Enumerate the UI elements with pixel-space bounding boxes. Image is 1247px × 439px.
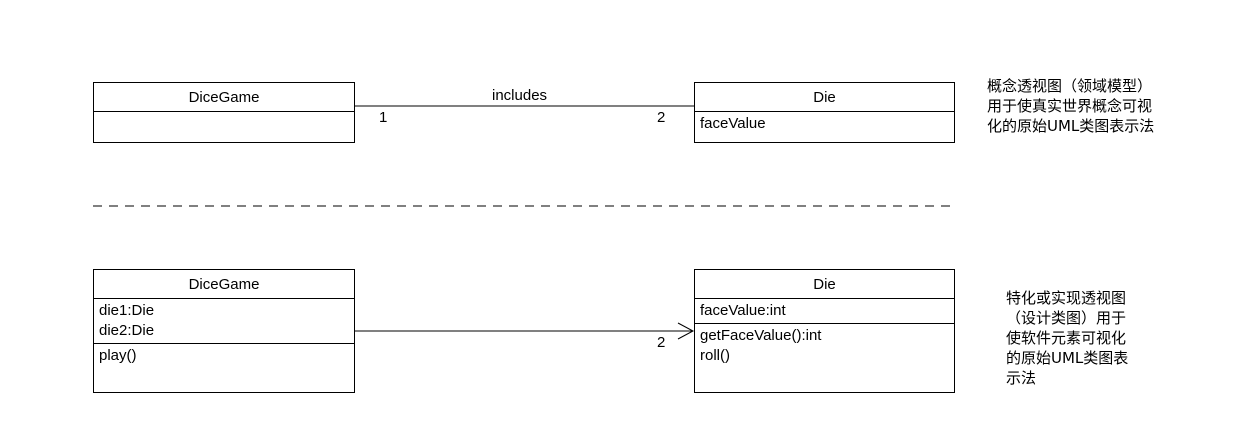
note-line: 特化或实现透视图	[1006, 289, 1127, 307]
note-line: 化的原始UML类图表示法	[987, 117, 1155, 135]
note-line: （设计类图）用于	[1006, 309, 1127, 327]
multiplicity-right: 2	[657, 334, 666, 351]
note-line: 示法	[1006, 369, 1037, 387]
class-operation: play()	[99, 347, 137, 364]
attributes-section: die1:Die die2:Die	[94, 299, 354, 344]
operations-section: getFaceValue():int roll()	[695, 324, 954, 368]
class-attribute: faceValue:int	[700, 302, 786, 319]
class-operation: getFaceValue():int	[700, 327, 822, 344]
domain-dicegame-class[interactable]: DiceGame	[93, 82, 355, 143]
note-line: 用于使真实世界概念可视	[987, 97, 1153, 115]
design-die-class[interactable]: Die faceValue:int getFaceValue():int rol…	[694, 269, 955, 393]
class-name: DiceGame	[94, 83, 354, 112]
multiplicity-left: 1	[379, 109, 388, 126]
note-line: 概念透视图（领域模型）	[987, 77, 1153, 95]
note-line: 使软件元素可视化	[1006, 329, 1127, 347]
note-line: 的原始UML类图表	[1006, 349, 1129, 367]
attributes-section: faceValue:int	[695, 299, 954, 324]
operations-section: play()	[94, 344, 354, 368]
class-attribute: die1:Die	[99, 302, 155, 319]
design-model-note: 特化或实现透视图 （设计类图）用于 使软件元素可视化 的原始UML类图表 示法	[1006, 288, 1128, 388]
class-operation: roll()	[700, 347, 730, 364]
class-name: Die	[695, 270, 954, 299]
class-name: Die	[695, 83, 954, 112]
class-name: DiceGame	[94, 270, 354, 299]
class-attribute: die2:Die	[99, 322, 155, 339]
domain-model-note: 概念透视图（领域模型） 用于使真实世界概念可视 化的原始UML类图表示法	[987, 76, 1154, 136]
design-dicegame-class[interactable]: DiceGame die1:Die die2:Die play()	[93, 269, 355, 393]
navigability-arrowhead	[677, 322, 695, 340]
class-attribute: faceValue	[700, 115, 766, 132]
domain-die-class[interactable]: Die faceValue	[694, 82, 955, 143]
association-label: includes	[492, 87, 548, 104]
multiplicity-right: 2	[657, 109, 666, 126]
